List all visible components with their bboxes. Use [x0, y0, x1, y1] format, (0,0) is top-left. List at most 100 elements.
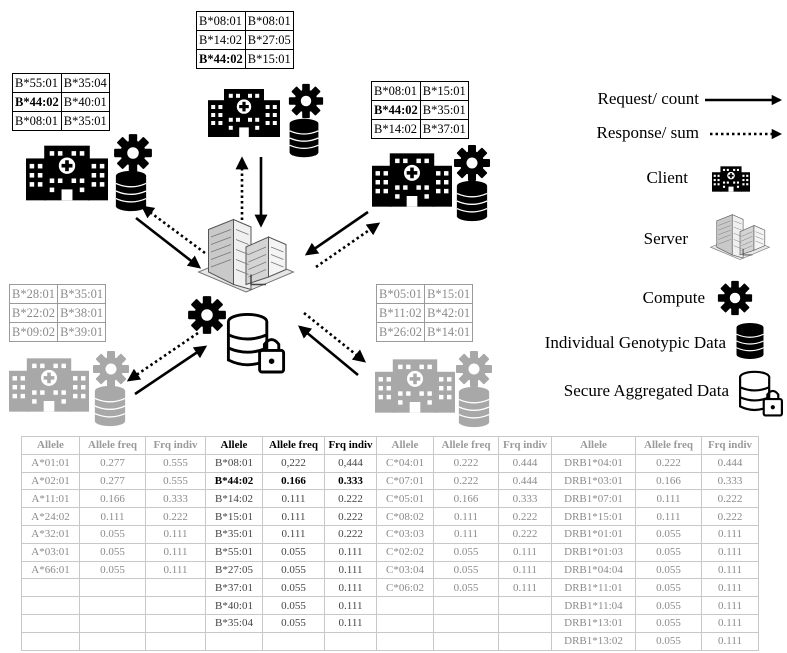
table-cell: B*35:04	[205, 613, 263, 633]
site-allele-cell: B*35:01	[60, 111, 110, 131]
table-cell	[376, 596, 434, 615]
response-arrow-top-right	[315, 222, 381, 269]
server-building-icon	[709, 214, 771, 261]
secure-database-icon	[226, 312, 286, 374]
table-cell: 0.055	[433, 578, 499, 598]
table-cell: 0.111	[701, 631, 759, 651]
table-cell	[433, 631, 499, 651]
site-allele-cell: B*37:01	[419, 119, 469, 139]
column-header: Frq indiv	[145, 436, 206, 455]
federated-diagram	[9, 83, 784, 428]
table-cell: DRB1*13:02	[551, 631, 636, 651]
table-cell: 0.111	[79, 507, 146, 526]
table-cell: 0.277	[79, 453, 146, 473]
table-cell: A*03:01	[21, 542, 80, 562]
hospital-icon	[208, 89, 280, 137]
table-cell: 0.055	[79, 542, 146, 562]
table-cell: 0.222	[498, 507, 552, 526]
table-cell: DRB1*07:01	[551, 489, 636, 509]
hospital-icon	[26, 145, 108, 201]
table-cell: 0.055	[433, 560, 499, 580]
hospital-icon	[9, 358, 89, 412]
table-cell: C*06:02	[376, 578, 434, 598]
table-cell: B*08:01	[205, 453, 263, 473]
table-cell	[79, 613, 146, 633]
table-cell	[79, 578, 146, 598]
table-cell: 0.055	[635, 578, 702, 598]
column-header: Allele freq	[79, 436, 146, 455]
request-arrow-top-left	[135, 216, 202, 269]
table-cell: B*40:01	[205, 596, 263, 615]
site-allele-cell: B*44:02	[12, 92, 62, 112]
site-allele-cell: B*11:02	[375, 303, 426, 323]
database-icon	[94, 385, 126, 427]
site-allele-cell: B*15:01	[244, 49, 294, 69]
site-allele-cell: B*08:01	[371, 81, 421, 101]
table-cell: 0.333	[324, 471, 377, 491]
table-cell: C*03:03	[376, 524, 434, 544]
site-allele-cell: B*14:02	[196, 30, 246, 50]
legend-request-label: Request/ count	[597, 89, 699, 108]
table-cell: DRB1*04:01	[551, 453, 636, 473]
site-allele-cell: B*40:01	[60, 92, 110, 112]
gear-icon	[114, 134, 152, 172]
gear-icon	[717, 280, 753, 316]
table-cell: C*07:01	[376, 471, 434, 491]
table-cell: 0.055	[262, 542, 325, 562]
table-cell: A*66:01	[21, 560, 80, 580]
table-cell	[145, 613, 206, 633]
table-cell: B*14:02	[205, 489, 263, 509]
table-cell: 0.055	[635, 542, 702, 562]
table-cell: A*11:01	[21, 489, 80, 509]
table-cell: 0.111	[701, 596, 759, 615]
gear-icon	[456, 351, 492, 387]
table-cell: DRB1*01:01	[551, 524, 636, 544]
column-header: Allele	[551, 436, 636, 455]
request-arrow-top-right	[304, 210, 369, 256]
table-cell: 0.166	[635, 471, 702, 491]
column-header: Allele freq	[433, 436, 499, 455]
secure-database-icon	[738, 370, 784, 417]
table-cell: 0.444	[498, 453, 552, 473]
table-cell	[376, 613, 434, 633]
site-allele-cell: B*22:02	[8, 303, 59, 323]
column-header: Frq indiv	[498, 436, 552, 455]
table-cell: 0.055	[262, 560, 325, 580]
table-cell: 0.222	[145, 507, 206, 526]
table-cell	[145, 596, 206, 615]
response-arrow-bottom-right	[303, 311, 367, 363]
table-cell: C*08:02	[376, 507, 434, 526]
site-allele-cell: B*28:01	[8, 284, 59, 304]
table-cell: 0.111	[433, 524, 499, 544]
site-allele-cell: B*08:01	[196, 11, 246, 31]
legend-secure-label: Secure Aggregated Data	[563, 381, 729, 400]
table-cell: 0.111	[701, 578, 759, 598]
table-cell: 0.333	[701, 471, 759, 491]
table-cell: A*01:01	[21, 453, 80, 473]
site-allele-cell: B*27:05	[244, 30, 294, 50]
table-cell: DRB1*15:01	[551, 507, 636, 526]
site-allele-cell: B*14:02	[371, 119, 421, 139]
table-cell: 0.111	[498, 578, 552, 598]
table-cell: 0.222	[433, 453, 499, 473]
table-cell: 0.111	[324, 542, 377, 562]
table-cell: B*37:01	[205, 578, 263, 598]
table-cell	[21, 613, 80, 633]
table-cell: 0.111	[262, 489, 325, 509]
site-allele-cell: B*35:01	[57, 284, 107, 304]
